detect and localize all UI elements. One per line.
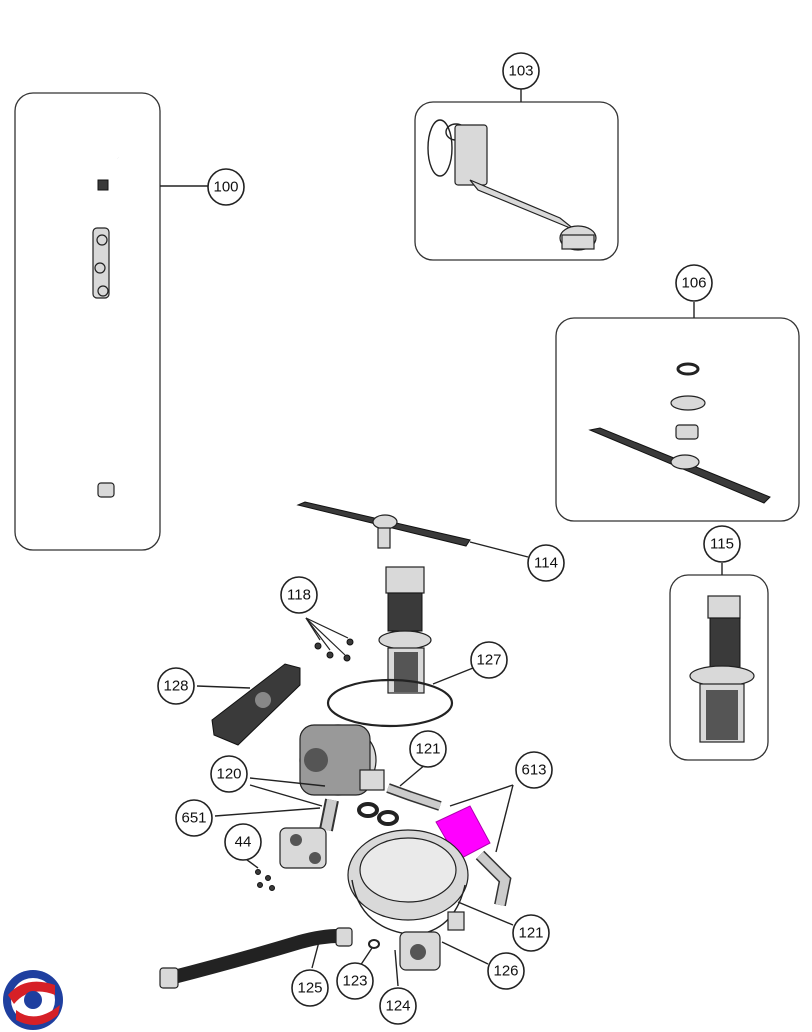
- callout-106: 106: [675, 264, 713, 302]
- svg-text:651: 651: [181, 810, 206, 827]
- svg-text:118: 118: [287, 587, 311, 604]
- svg-text:126: 126: [493, 963, 518, 980]
- panel-100: [14, 92, 208, 551]
- callout-120: 120: [210, 755, 248, 793]
- gasket-127: [326, 667, 474, 728]
- svg-text:114: 114: [534, 555, 558, 572]
- svg-text:106: 106: [681, 275, 706, 292]
- hoses: [319, 783, 442, 832]
- drain-pump-126: [399, 931, 441, 971]
- leader-lines: [214, 763, 514, 987]
- hose-613-highlighted: [435, 805, 512, 907]
- small-oring-123: [368, 939, 380, 949]
- callout-114: 114: [527, 544, 565, 582]
- callout-124: 124: [379, 987, 417, 1025]
- valve-44: [255, 827, 327, 891]
- screws-118: [305, 617, 354, 662]
- callout-100: 100: [207, 168, 245, 206]
- clip-part: [97, 179, 109, 191]
- svg-text:125: 125: [297, 980, 322, 997]
- svg-text:100: 100: [213, 179, 238, 196]
- callout-125: 125: [291, 969, 329, 1007]
- callout-44: 44: [224, 823, 262, 861]
- callout-123: 123: [336, 962, 374, 1000]
- filter-tower: [378, 566, 432, 694]
- svg-text:103: 103: [508, 63, 533, 80]
- panel-115: [669, 563, 769, 761]
- callout-613: 613: [515, 751, 553, 789]
- bracket-part: [92, 227, 110, 299]
- svg-text:121: 121: [518, 925, 543, 942]
- sump: [347, 829, 469, 936]
- callout-118: 118: [280, 576, 318, 614]
- callout-121-upper: 121: [409, 730, 447, 768]
- svg-text:127: 127: [476, 652, 501, 669]
- panel-103: [414, 88, 619, 261]
- brand-logo: [3, 970, 63, 1030]
- svg-text:121: 121: [415, 741, 440, 758]
- cover-128: [196, 663, 301, 746]
- callout-103: 103: [502, 52, 540, 90]
- svg-text:128: 128: [163, 678, 188, 695]
- pump-motor: [299, 724, 385, 796]
- callout-127: 127: [470, 641, 508, 679]
- svg-text:44: 44: [235, 834, 252, 851]
- spray-arm-114: [296, 501, 529, 558]
- svg-text:124: 124: [385, 998, 410, 1015]
- svg-text:120: 120: [216, 766, 241, 783]
- callout-115: 115: [703, 525, 741, 563]
- svg-text:115: 115: [710, 536, 734, 553]
- callout-128: 128: [157, 667, 195, 705]
- svg-text:613: 613: [521, 762, 546, 779]
- callout-121-lower: 121: [512, 914, 550, 952]
- callout-651: 651: [175, 799, 213, 837]
- callout-126: 126: [487, 952, 525, 990]
- svg-text:123: 123: [342, 973, 367, 990]
- drain-hose-125: [159, 927, 353, 989]
- panel-106: [555, 302, 800, 522]
